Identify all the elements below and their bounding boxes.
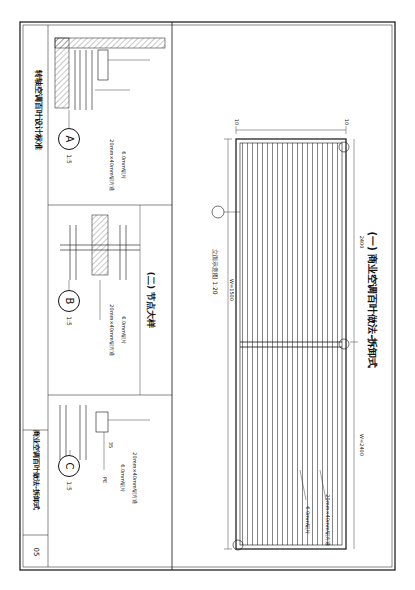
part-label: 20mm×40mm铝方通 [132, 452, 137, 503]
dimension: W=1500 [229, 279, 234, 301]
part-label: 35 [108, 442, 113, 448]
dimension: W=2400 [359, 434, 364, 456]
detail-callout: C1:5 [58, 455, 80, 477]
sheet-title: (一) 商业空调百叶做法-拆卸式 [367, 232, 377, 369]
page-number: 05 [32, 548, 39, 557]
detail-scale: 1:5 [66, 316, 72, 326]
dimension: 2400 [359, 236, 364, 249]
detail-scale: 1:5 [66, 481, 72, 491]
callout-letter: A [64, 136, 74, 143]
callout-letter: B [64, 298, 74, 305]
detail-scale: 1:5 [66, 154, 72, 164]
detail-callout: A1:5 [58, 128, 80, 150]
detail-callout: B1:5 [58, 290, 80, 312]
part-label: 6.0mm铝片 [121, 316, 126, 344]
dimension: 10 [234, 119, 239, 125]
callout-letter: C [64, 463, 74, 470]
part-label: 20mm×40mm铝方通 [109, 304, 114, 355]
section-title: (二) 节点大样 [146, 272, 155, 328]
part-label: 6.0mm铝片 [120, 464, 125, 492]
title-block-heading: 转轴空调百叶设计标准 [34, 70, 42, 150]
part-label: PE [102, 477, 107, 483]
part-label: 20mm×40mm铝方通 [325, 494, 330, 545]
view-title: 立面示意图 1:20 [212, 249, 218, 294]
part-label: 6.0mm铝片 [121, 151, 126, 179]
title-block-name: 商业空调百叶做法-拆卸式 [32, 430, 39, 510]
dimension: 10 [344, 119, 349, 125]
part-label: 20mm×40mm铝方通 [109, 139, 114, 190]
part-label: 6.0mm铝片 [305, 506, 310, 534]
